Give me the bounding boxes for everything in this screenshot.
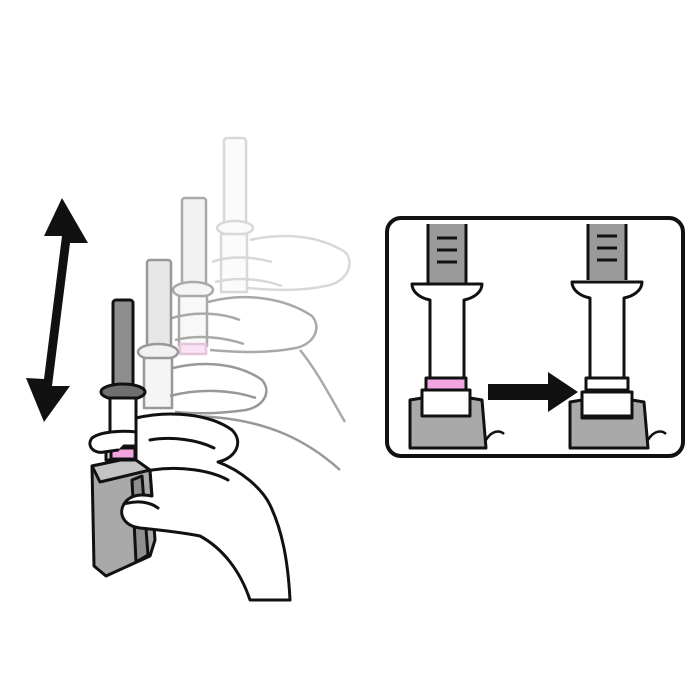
ghost-syringe-far (211, 136, 351, 294)
white-band-icon (588, 380, 626, 388)
double-arrow-icon (26, 198, 88, 422)
syringe-plunger-icon-after (568, 224, 667, 450)
right-arrow-icon (488, 372, 578, 412)
hand-icon (88, 412, 292, 602)
ghost-syringe-mid (171, 196, 347, 423)
pink-band-icon (428, 380, 464, 388)
